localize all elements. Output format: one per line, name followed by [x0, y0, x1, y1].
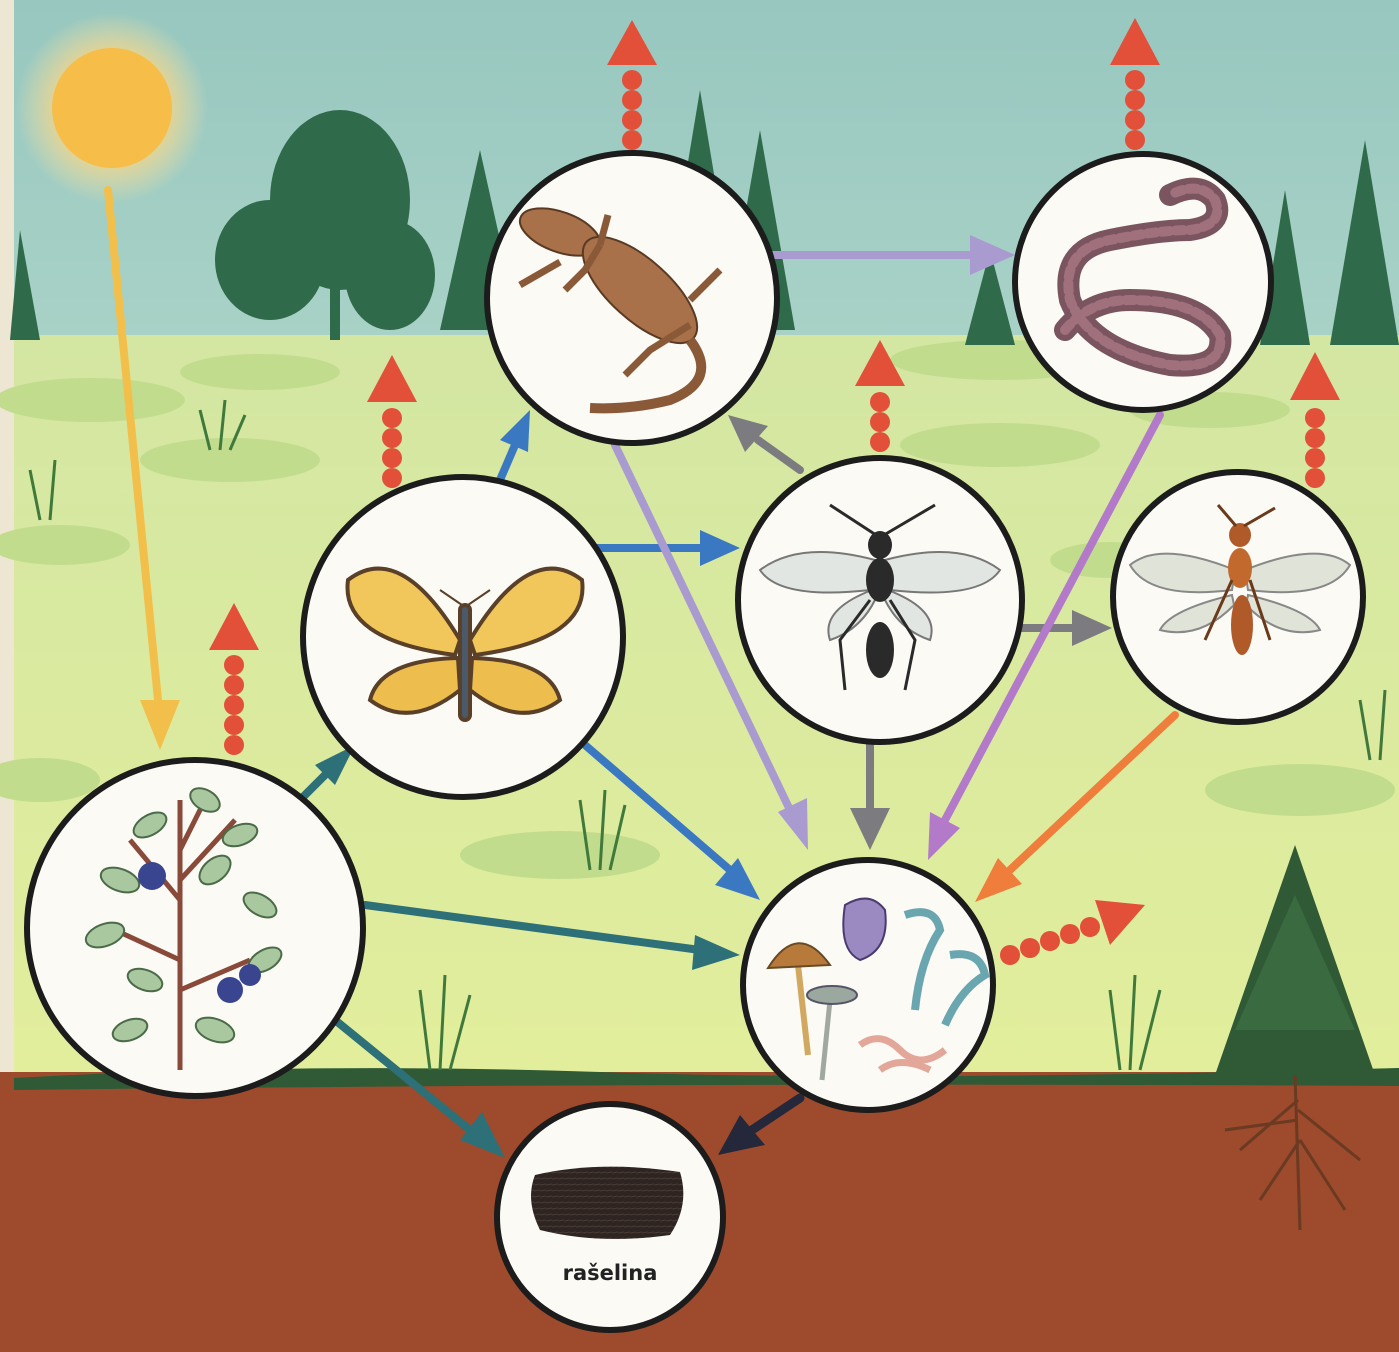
sun-icon	[16, 12, 208, 204]
blueberry-node	[27, 760, 363, 1096]
wasp-node	[738, 458, 1022, 742]
snake-node	[1015, 154, 1271, 410]
butterfly-node	[303, 477, 623, 797]
lizard-node	[487, 153, 777, 443]
fly-node	[1113, 472, 1363, 722]
peat-label: rašelina	[563, 1261, 658, 1285]
decomposers-node	[743, 860, 993, 1110]
peat-icon	[531, 1167, 683, 1239]
peat-node: rašelina	[497, 1104, 723, 1330]
